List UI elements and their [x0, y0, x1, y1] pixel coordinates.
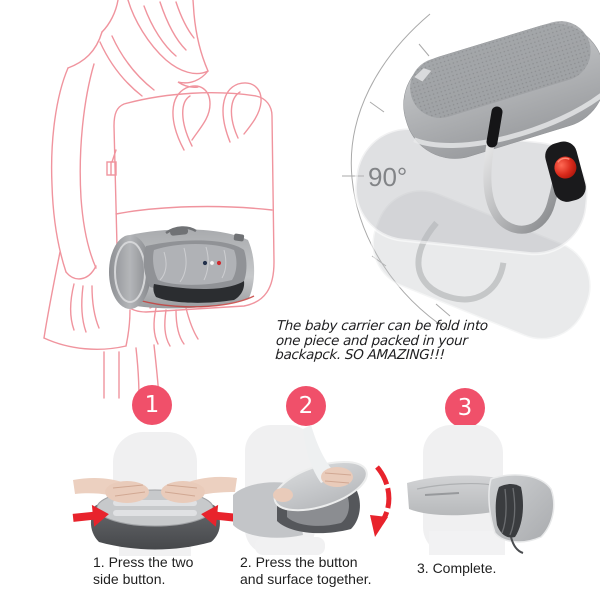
- woman-outline-drawing: [43, 0, 275, 399]
- step-1-number: 1: [144, 392, 160, 418]
- brand-dot-white: [209, 260, 215, 266]
- angle-arc: [342, 13, 451, 331]
- step-2-number: 2: [298, 393, 314, 419]
- promo-text: The baby carrier can be fold into one pi…: [274, 318, 597, 363]
- waist-band: [407, 475, 503, 516]
- step-2-caption-line-2: and surface together.: [240, 571, 372, 587]
- handle-grip: [486, 106, 503, 148]
- woman-backpack-line-art: [43, 0, 275, 399]
- step-3-caption: 3. Complete.: [417, 560, 547, 577]
- press-arrow-left-icon: [72, 504, 109, 527]
- step-2-badge: 2: [286, 386, 326, 426]
- step-2-photo: [233, 425, 392, 555]
- handle-pivot: [545, 141, 586, 202]
- promo-line-2: one piece and packed in your: [275, 332, 468, 349]
- press-arrow-right-icon: [201, 504, 238, 527]
- carrier-fold-rotation-photo: 90°: [342, 13, 600, 340]
- step-1-caption-line-2: side button.: [93, 571, 166, 587]
- step-3-caption-line-1: 3. Complete.: [417, 560, 497, 576]
- gripping-hand: [273, 425, 353, 502]
- step-1-caption-line-1: 1. Press the two: [93, 554, 194, 570]
- step-2-caption: 2. Press the button and surface together…: [240, 554, 410, 588]
- step-3-number: 3: [457, 395, 473, 421]
- pressing-hands: [73, 476, 237, 503]
- brand-dot-navy: [202, 260, 208, 266]
- promo-line-3: backapck. SO AMAZING!!!: [274, 347, 446, 363]
- backpack-outline: [113, 92, 275, 313]
- promo-line-1: The baby carrier can be fold into: [276, 318, 489, 334]
- carrier-shell: [403, 21, 600, 159]
- step-3-badge: 3: [445, 388, 485, 428]
- brand-dot-red: [216, 260, 222, 266]
- step-3-photo: [407, 425, 555, 555]
- step-2-caption-line-1: 2. Press the button: [240, 554, 358, 570]
- step-1-photo: [72, 432, 238, 556]
- folded-carrier-in-backpack-photo: [109, 226, 255, 309]
- shell-latch: [413, 67, 433, 83]
- red-lock-button: [554, 156, 577, 179]
- folded-fabric-pleats: [495, 484, 523, 538]
- step-1-caption: 1. Press the two side button.: [93, 554, 233, 588]
- angle-label: 90°: [368, 162, 407, 192]
- rotate-arrow-icon: [370, 465, 392, 537]
- step-1-badge: 1: [132, 385, 172, 425]
